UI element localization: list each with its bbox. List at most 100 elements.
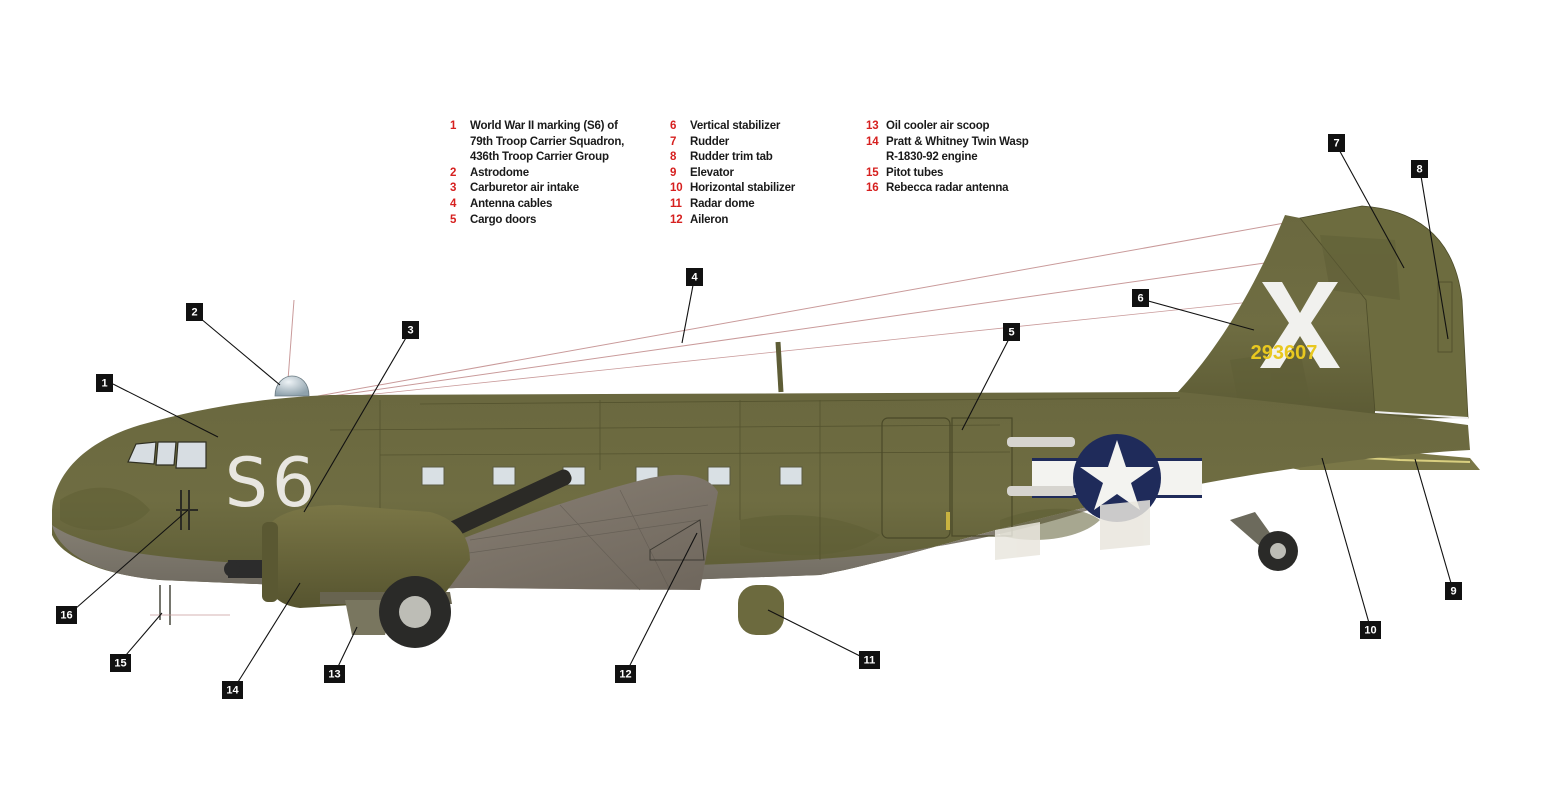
svg-text:9: 9 (1450, 586, 1456, 598)
legend-item-4: 4 Antenna cables (450, 197, 624, 213)
svg-text:16: 16 (60, 610, 72, 622)
callout-3: 3 (402, 321, 419, 339)
astrodome (274, 375, 310, 397)
legend-item-14: 14 Pratt & Whitney Twin Wasp (866, 135, 1029, 151)
legend-item-15: 15 Pitot tubes (866, 166, 1029, 182)
legend-column-3: 13 Oil cooler air scoop 14 Pratt & Whitney … (866, 119, 1029, 197)
legend-item-3: 3 Carburetor air intake (450, 181, 624, 197)
callout-1: 1 (96, 374, 113, 392)
legend-label: Radar dome (690, 197, 755, 210)
tail-wheel (1230, 512, 1298, 571)
legend-column-2: 6 Vertical stabilizer 7 Rudder 8 Rudder trim … (670, 119, 795, 228)
legend-number: 3 (450, 182, 457, 195)
svg-text:14: 14 (226, 685, 239, 697)
callout-14: 14 (222, 681, 243, 699)
callout-12: 12 (615, 665, 636, 683)
cockpit-windows (127, 441, 207, 469)
tail-serial: 293607 (1251, 342, 1318, 364)
legend-label: Astrodome (470, 166, 529, 179)
national-insignia (1007, 434, 1202, 522)
legend-item-7: 7 Rudder (670, 135, 795, 151)
pitot-tubes (150, 585, 230, 625)
legend-label: Rudder trim tab (690, 151, 773, 164)
legend-number: 4 (450, 197, 457, 210)
legend-item-13: 13 Oil cooler air scoop (866, 119, 1029, 135)
svg-text:13: 13 (328, 669, 340, 681)
callout-5: 5 (1003, 323, 1020, 341)
legend-number: 8 (670, 151, 677, 164)
callout-15: 15 (110, 654, 131, 672)
svg-text:11: 11 (864, 655, 876, 667)
svg-text:6: 6 (1137, 293, 1143, 305)
legend-number: 5 (450, 213, 457, 226)
main-landing-gear (379, 576, 451, 648)
legend-item-1-line-2: 79th Troop Carrier Squadron, (450, 135, 624, 151)
legend-label: Carburetor air intake (470, 182, 579, 195)
svg-text:8: 8 (1416, 164, 1422, 176)
aileron (649, 519, 705, 561)
callout-11: 11 (859, 651, 880, 669)
legend-number: 6 (670, 120, 677, 132)
legend-label: Cargo doors (470, 213, 537, 226)
legend-label: Oil cooler air scoop (886, 120, 990, 132)
legend-label: Vertical stabilizer (690, 120, 781, 132)
callout-13: 13 (324, 665, 345, 683)
legend-number: 1 (450, 120, 457, 132)
legend-number: 16 (866, 182, 879, 195)
legend-item-14-line-2: R-1830-92 engine (866, 150, 1029, 166)
legend-item-6: 6 Vertical stabilizer (670, 119, 795, 135)
legend-number: 9 (670, 166, 677, 179)
legend-number: 15 (866, 166, 879, 179)
legend-item-1: 1 World War II marking (S6) of (450, 119, 624, 135)
callout-9: 9 (1445, 582, 1462, 600)
cargo-doors (881, 417, 1013, 539)
rebecca-radar-antenna (176, 490, 198, 530)
legend-item-8: 8 Rudder trim tab (670, 150, 795, 166)
tail-assembly: 293607 (1170, 205, 1469, 420)
legend-label: 436th Troop Carrier Group (470, 151, 609, 164)
legend-item-10: 10 Horizontal stabilizer (670, 181, 795, 197)
legend-label: Elevator (690, 166, 734, 179)
legend-label: Antenna cables (470, 197, 553, 210)
legend-number: 2 (450, 166, 457, 179)
legend-item-12: 12 Aileron (670, 213, 795, 229)
cabin-windows (421, 466, 803, 486)
svg-text:1: 1 (101, 378, 107, 390)
svg-text:3: 3 (407, 325, 413, 337)
svg-text:15: 15 (114, 658, 126, 670)
svg-text:4: 4 (691, 272, 698, 284)
callout-2: 2 (186, 303, 203, 321)
legend-label: Rebecca radar antenna (886, 182, 1009, 195)
legend-label: Horizontal stabilizer (690, 182, 796, 195)
legend-column-1: 1 World War II marking (S6) of 79th Troop … (450, 119, 624, 228)
legend-item-1-line-3: 436th Troop Carrier Group (450, 150, 624, 166)
legend-label: Rudder (690, 135, 730, 148)
svg-text:12: 12 (619, 669, 631, 681)
callout-8: 8 (1411, 160, 1428, 178)
legend-number: 12 (670, 213, 683, 226)
callout-6: 6 (1132, 289, 1149, 307)
tail-letter-x (1260, 282, 1340, 368)
legend-label: Aileron (690, 213, 729, 226)
callout-10: 10 (1360, 621, 1381, 639)
radar-dome (738, 585, 784, 635)
antenna-cables (287, 221, 1301, 401)
legend-number: 10 (670, 182, 683, 195)
legend-label: 79th Troop Carrier Squadron, (470, 135, 625, 148)
legend-item-16: 16 Rebecca radar antenna (866, 181, 1029, 197)
svg-text:7: 7 (1333, 138, 1339, 150)
legend-label: R-1830-92 engine (886, 151, 978, 164)
legend-label: Pitot tubes (886, 166, 944, 179)
legend-number: 13 (866, 120, 879, 132)
svg-text:2: 2 (191, 307, 197, 319)
antenna-mast (775, 341, 784, 393)
legend-item-5: 5 Cargo doors (450, 213, 624, 229)
legend-number: 14 (866, 135, 879, 148)
legend-label: World War II marking (S6) of (470, 120, 618, 132)
legend-number: 7 (670, 135, 677, 148)
legend-label: Pratt & Whitney Twin Wasp (886, 135, 1029, 148)
callout-7: 7 (1328, 134, 1345, 152)
callout-16: 16 (56, 606, 77, 624)
